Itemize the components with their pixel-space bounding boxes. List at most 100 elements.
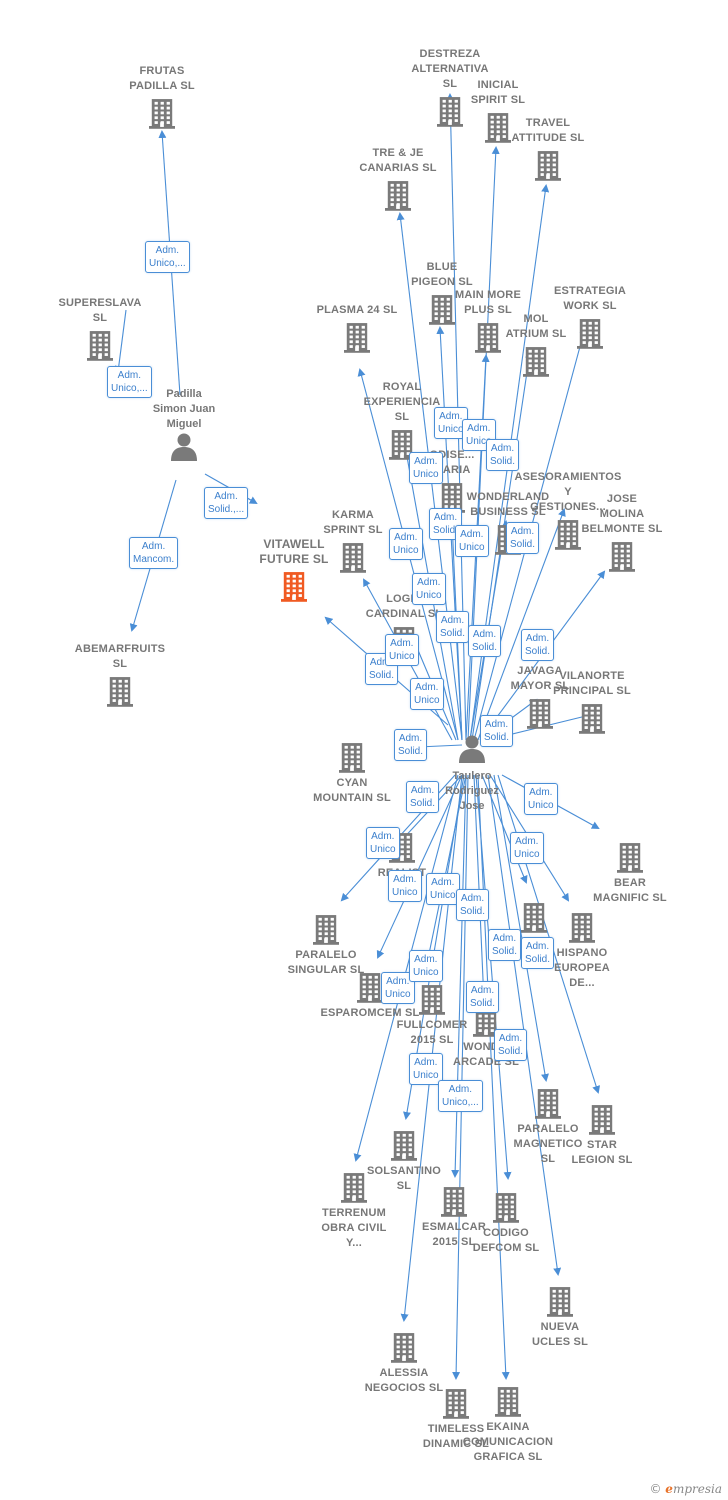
role-badge[interactable]: Adm. Solid.	[521, 629, 555, 661]
company-node-supereslava[interactable]: SUPERESLAVA SL	[45, 296, 155, 364]
person-node-padilla[interactable]: Padilla Simon Juan Miguel	[129, 387, 239, 467]
person-node-taulero[interactable]: Taulero Rodriguez Jose	[417, 734, 527, 814]
company-node-inicial[interactable]: INICIAL SPIRIT SL	[443, 78, 553, 146]
edge-40	[452, 774, 469, 1380]
company-node-bear[interactable]: BEAR MAGNIFIC SL	[575, 838, 685, 906]
company-node-plasma[interactable]: PLASMA 24 SL	[302, 303, 412, 356]
edge-32	[493, 774, 549, 1082]
company-node-mol[interactable]: MOL ATRIUM SL	[481, 312, 591, 380]
role-badge[interactable]: Adm. Unico	[510, 832, 544, 864]
company-node-asesoramientos[interactable]: ASESORAMIENTOS Y GESTIONES...	[513, 470, 623, 553]
company-node-cyan[interactable]: CYAN MOUNTAIN SL	[297, 738, 407, 806]
company-node-vilanorte[interactable]: VILANORTE PRINCIPAL SL	[537, 669, 647, 737]
building-icon	[537, 702, 647, 734]
company-label: FULLCOMER 2015 SL	[396, 1019, 468, 1046]
role-badge[interactable]: Adm. Unico	[412, 573, 446, 605]
role-badge[interactable]: Adm. Unico	[389, 528, 423, 560]
company-node-esmalcar[interactable]: ESMALCAR 2015 SL	[399, 1182, 509, 1250]
role-badge[interactable]: Adm. Solid.	[456, 889, 490, 921]
company-node-timeless[interactable]: TIMELESS DINAMIC SL	[401, 1384, 511, 1452]
company-label: ROYAL EXPERIENCIA SL	[363, 381, 441, 423]
role-badge[interactable]: Adm. Solid.	[486, 439, 520, 471]
role-badge[interactable]: Adm. Unico,...	[107, 366, 152, 398]
role-badge[interactable]: Adm. Solid.	[466, 981, 500, 1013]
company-node-destreza[interactable]: DESTREZA ALTERNATIVA SL	[395, 47, 505, 130]
role-badge[interactable]: Adm. Unico	[410, 678, 444, 710]
role-badge[interactable]: Adm. Unico	[366, 827, 400, 859]
company-node-codigo[interactable]: CODIGO DEFCOM SL	[451, 1188, 561, 1256]
company-node-alessia[interactable]: ALESSIA NEGOCIOS SL	[349, 1328, 459, 1396]
company-label: MAIN MORE PLUS SL	[455, 289, 521, 316]
company-node-blue[interactable]: BLUE PIGEON SL	[387, 260, 497, 328]
role-badge[interactable]: Adm. Unico	[381, 972, 415, 1004]
company-label: CODIGO DEFCOM SL	[472, 1227, 540, 1254]
company-node-royal[interactable]: ROYAL EXPERIENCIA SL	[347, 380, 457, 463]
company-node-paralelomag[interactable]: PARALELO MAGNETICO SL	[493, 1084, 603, 1167]
company-label: DESTREZA ALTERNATIVA SL	[411, 48, 489, 90]
company-node-fullcomer[interactable]: FULLCOMER 2015 SL	[377, 980, 487, 1048]
building-icon	[479, 901, 589, 933]
building-icon	[485, 697, 595, 729]
company-node-esparomcem[interactable]: ESPAROMCEM SL	[315, 968, 425, 1021]
company-label: TRAVEL ATTITUDE SL	[511, 117, 585, 144]
role-badge[interactable]: Adm. Solid.	[488, 929, 522, 961]
company-node-treje[interactable]: TRE & JE CANARIAS SL	[343, 146, 453, 214]
company-node-solsantino[interactable]: SOLSANTINO SL	[349, 1126, 459, 1194]
role-badge[interactable]: Adm. Solid.	[436, 611, 470, 643]
role-badge[interactable]: Adm. Unico	[409, 1053, 443, 1085]
company-label: CYAN MOUNTAIN SL	[313, 777, 391, 804]
role-badge[interactable]: Adm. Unico,...	[438, 1080, 483, 1112]
role-badge[interactable]: Adm. Solid.	[494, 1029, 528, 1061]
building-icon	[575, 841, 685, 873]
company-node-estrategia[interactable]: ESTRATEGIA WORK SL	[535, 284, 645, 352]
person-icon	[457, 735, 487, 768]
building-icon	[493, 149, 603, 181]
company-node-javaga[interactable]: JAVAGA MAYOR SL	[485, 664, 595, 732]
role-badge[interactable]: Adm. Unico	[385, 634, 419, 666]
role-badge[interactable]: Adm. Unico	[409, 452, 443, 484]
company-node-frutas[interactable]: FRUTAS PADILLA SL	[107, 64, 217, 132]
company-node-abemar[interactable]: ABEMARFRUITS SL	[65, 642, 175, 710]
company-node-travel[interactable]: TRAVEL ATTITUDE SL	[493, 116, 603, 184]
company-node-nueva[interactable]: NUEVA UCLES SL	[505, 1282, 615, 1350]
company-node-mainmore[interactable]: MAIN MORE PLUS SL	[433, 288, 543, 356]
company-node-ekaina[interactable]: EKAINA COMUNICACION GRAFICA SL	[453, 1382, 563, 1465]
company-node-starlegion[interactable]: STAR LEGION SL	[547, 1100, 657, 1168]
role-badge[interactable]: Adm. Solid.,...	[204, 487, 249, 519]
role-badge[interactable]: Adm. Solid.	[394, 729, 428, 761]
building-icon	[527, 911, 637, 943]
role-badge[interactable]: Adm. Unico	[524, 783, 558, 815]
role-badge[interactable]: Adm. Unico	[455, 525, 489, 557]
building-icon	[453, 1385, 563, 1417]
role-badge[interactable]: Adm. Unico	[388, 870, 422, 902]
role-badge[interactable]: Adm. Mancom.	[129, 537, 179, 569]
company-label: WONDERLAND BUSINESS SL	[466, 491, 550, 518]
person-label: Taulero Rodriguez Jose	[445, 770, 499, 812]
role-badge[interactable]: Adm. Solid.	[521, 937, 555, 969]
company-node-vitawell[interactable]: VITAWELL FUTURE SL	[239, 537, 349, 605]
company-label: ESMALCAR 2015 SL	[422, 1221, 486, 1248]
empresia-logo: © empresia	[649, 1482, 722, 1496]
role-badge[interactable]: Adm. Solid.	[406, 781, 440, 813]
building-icon	[377, 983, 487, 1015]
role-badge[interactable]: Adm. Solid.	[506, 522, 540, 554]
edge-38	[487, 774, 562, 1276]
building-icon	[107, 97, 217, 129]
building-icon	[401, 1387, 511, 1419]
building-icon	[399, 1185, 509, 1217]
company-node-hispano[interactable]: HISPANO EUROPEA DE...	[527, 908, 637, 991]
company-label: VITAWELL FUTURE SL	[259, 537, 329, 566]
building-icon	[547, 1103, 657, 1135]
role-badge[interactable]: Adm. Unico	[409, 950, 443, 982]
company-node-jose[interactable]: JOSE MOLINA BELMONTE SL	[567, 492, 677, 575]
company-label: JAVAGA MAYOR SL	[510, 665, 570, 692]
role-badge[interactable]: Adm. Solid.	[468, 625, 502, 657]
building-icon	[347, 831, 457, 863]
company-node-karma[interactable]: KARMA SPRINT SL	[298, 508, 408, 576]
company-node-paralelosing[interactable]: PARALELO SINGULAR SL	[271, 910, 381, 978]
role-badge[interactable]: Adm. Unico	[426, 873, 460, 905]
role-badge[interactable]: Adm. Solid.	[480, 715, 514, 747]
role-badge[interactable]: Adm. Unico,...	[145, 241, 190, 273]
company-node-terrenum[interactable]: TERRENUM OBRA CIVIL Y...	[299, 1168, 409, 1251]
